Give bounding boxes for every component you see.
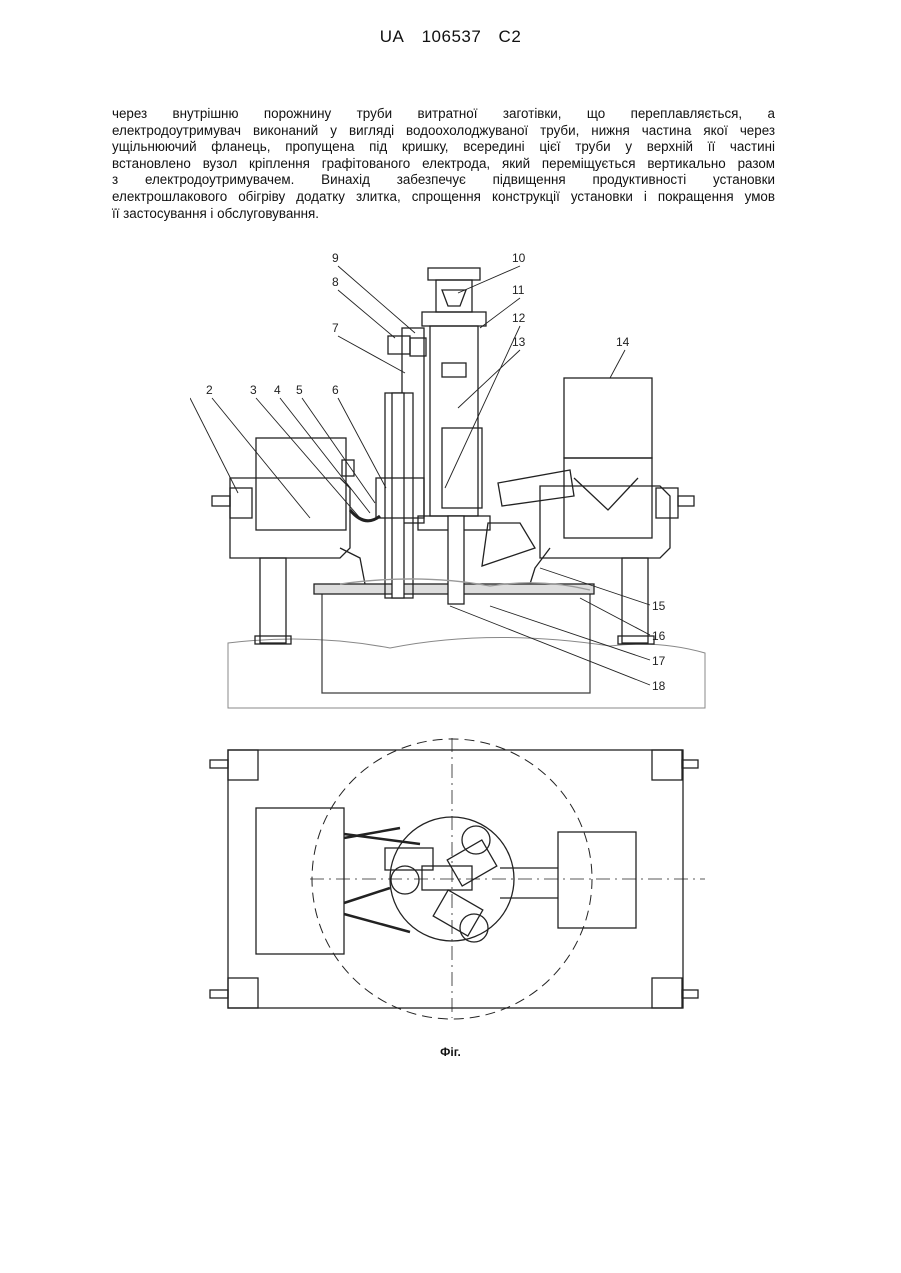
patent-number: 106537: [422, 27, 482, 46]
part-label: 3: [250, 383, 257, 397]
patent-header: UA 106537 C2: [0, 27, 901, 47]
part-label: 13: [512, 335, 526, 349]
part-label: 2: [206, 383, 213, 397]
description-paragraph: через внутрішню порожнину труби витратно…: [112, 106, 775, 222]
part-label: 17: [652, 654, 666, 668]
text-line: електродоутримувач виконаний у вигляді в…: [112, 123, 775, 140]
text-line: електрошлакового обігріву додатку злитка…: [112, 189, 775, 206]
part-label: 4: [274, 383, 281, 397]
country-code: UA: [380, 27, 405, 46]
part-label: 16: [652, 629, 666, 643]
part-label: 7: [332, 321, 339, 335]
leader-lines: [190, 266, 650, 685]
plan-view: [210, 738, 705, 1019]
part-label: 10: [512, 251, 526, 265]
part-label: 12: [512, 311, 526, 325]
part-label: 5: [296, 383, 303, 397]
text-line: через внутрішню порожнину труби витратно…: [112, 106, 775, 123]
part-labels: 1 2 3 4 5 6 7 8 9 10 11 12 13 14 15 16 1…: [190, 251, 666, 693]
part-label: 9: [332, 251, 339, 265]
part-label: 8: [332, 275, 339, 289]
text-line: встановлено вузол кріплення графітованог…: [112, 156, 775, 173]
part-label: 18: [652, 679, 666, 693]
text-line: з електродоутримувачем. Винахід забезпеч…: [112, 172, 775, 189]
technical-drawing: 1 2 3 4 5 6 7 8 9 10 11 12 13 14 15 16 1…: [190, 248, 710, 1038]
figure-caption: Фіг.: [0, 1045, 901, 1059]
part-label: 11: [512, 283, 525, 297]
patent-kind: C2: [499, 27, 522, 46]
part-label: 6: [332, 383, 339, 397]
text-line: її застосування і обслуговування.: [112, 206, 775, 223]
part-label: 14: [616, 335, 630, 349]
part-label: 15: [652, 599, 666, 613]
text-line: ущільнюючий фланець, пропущена під кришк…: [112, 139, 775, 156]
